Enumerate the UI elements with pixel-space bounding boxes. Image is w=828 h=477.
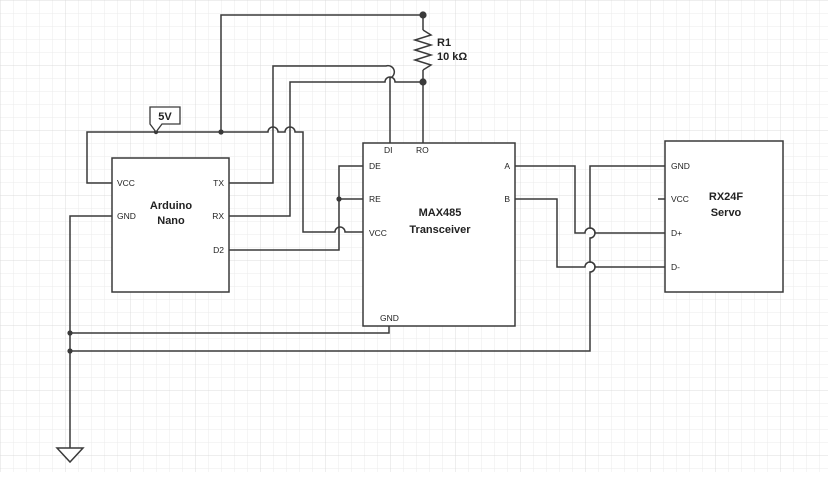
servo-body bbox=[664, 140, 784, 293]
junction-5v-top bbox=[218, 129, 224, 135]
servo-title-line1: RX24F bbox=[709, 191, 744, 203]
wire-ground-arduino bbox=[69, 215, 112, 448]
power-label: 5V bbox=[158, 111, 172, 123]
max485-pin-re: RE bbox=[369, 194, 381, 204]
arduino-pin-d2: D2 bbox=[213, 245, 224, 255]
ground-symbol bbox=[55, 447, 85, 464]
arduino-title-line2: Nano bbox=[157, 215, 185, 227]
servo-pin-gnd: GND bbox=[671, 161, 690, 171]
max485-block[interactable]: DI RO DE RE VCC GND A B MAX485 Transceiv… bbox=[362, 142, 516, 327]
wire-max485-gnd bbox=[70, 326, 390, 334]
arduino-pin-rx: RX bbox=[212, 211, 224, 221]
servo-pin-vcc: VCC bbox=[671, 194, 689, 204]
wire-rx-ro bbox=[229, 76, 423, 217]
resistor-r1[interactable]: R1 10 kΩ bbox=[412, 29, 467, 71]
servo-block[interactable]: GND VCC D+ D- RX24F Servo bbox=[664, 140, 784, 293]
junction-resistor-bottom bbox=[419, 78, 427, 86]
junction-gnd-2 bbox=[67, 348, 73, 354]
arduino-nano-block[interactable]: VCC GND TX RX D2 Arduino Nano bbox=[111, 157, 230, 293]
junction-gnd-1 bbox=[67, 330, 73, 336]
servo-pin-dminus: D- bbox=[671, 262, 680, 272]
max485-pin-b: B bbox=[504, 194, 510, 204]
max485-pin-de: DE bbox=[369, 161, 381, 171]
max485-pin-ro: RO bbox=[416, 145, 429, 155]
resistor-value: 10 kΩ bbox=[437, 51, 467, 63]
max485-pin-di: DI bbox=[384, 145, 393, 155]
arduino-pin-vcc: VCC bbox=[117, 178, 135, 188]
ground-icon bbox=[55, 447, 85, 464]
arduino-pin-tx: TX bbox=[213, 178, 224, 188]
arduino-title-line1: Arduino bbox=[150, 200, 192, 212]
max485-title-line2: Transceiver bbox=[409, 224, 471, 236]
arduino-pin-gnd: GND bbox=[117, 211, 136, 221]
arduino-body bbox=[111, 157, 230, 293]
wire-resistor-feed bbox=[220, 14, 424, 132]
wire-d2-de-re bbox=[229, 165, 363, 251]
servo-title-line2: Servo bbox=[711, 207, 742, 219]
max485-pin-a: A bbox=[504, 161, 510, 171]
max485-pin-gnd: GND bbox=[380, 313, 399, 323]
power-tag-5v[interactable]: 5V bbox=[149, 106, 181, 134]
servo-pin-dplus: D+ bbox=[671, 228, 682, 238]
resistor-zigzag bbox=[412, 29, 434, 71]
junction-resistor-top bbox=[419, 11, 427, 19]
max485-pin-vcc: VCC bbox=[369, 228, 387, 238]
wire-a-dplus bbox=[515, 165, 665, 234]
max485-title-line1: MAX485 bbox=[419, 207, 462, 219]
power-tag-shape bbox=[149, 106, 181, 134]
wire-b-dminus bbox=[515, 198, 665, 268]
max485-body bbox=[362, 142, 516, 327]
resistor-ref: R1 bbox=[437, 37, 451, 49]
junction-re bbox=[336, 196, 342, 202]
